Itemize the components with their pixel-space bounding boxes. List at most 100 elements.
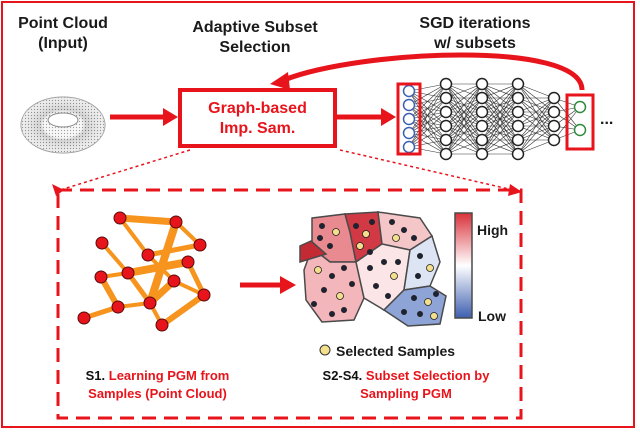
network-edge <box>481 111 519 155</box>
network-node <box>439 133 453 147</box>
network-node <box>402 126 416 140</box>
sample-point <box>340 264 347 271</box>
region-map <box>299 211 447 327</box>
network-node <box>511 119 525 133</box>
network-edge <box>445 83 483 155</box>
sample-point <box>318 222 325 229</box>
network-edge <box>445 97 483 155</box>
network-node <box>402 112 416 126</box>
arrow-input-to-box <box>110 108 178 126</box>
sample-point <box>416 310 423 317</box>
sample-point <box>380 258 387 265</box>
network-node <box>547 91 561 105</box>
network-node <box>511 133 525 147</box>
colorbar-high-label: High <box>477 222 509 238</box>
sample-point <box>410 294 417 301</box>
sample-point <box>352 222 359 229</box>
network-edge <box>481 83 519 113</box>
network-edge <box>408 97 447 148</box>
map-sample-points <box>310 218 439 320</box>
sample-point <box>326 242 333 249</box>
zoom-line-left <box>59 149 191 191</box>
sample-point <box>366 264 373 271</box>
network-edge <box>481 83 519 99</box>
sample-point <box>310 300 317 307</box>
sample-point <box>366 248 373 255</box>
network-node <box>402 84 416 98</box>
network-edge <box>445 83 483 141</box>
network-node <box>475 119 489 133</box>
network-node <box>547 119 561 133</box>
network-node <box>439 77 453 91</box>
network-node <box>475 133 489 147</box>
selected-sample-point <box>336 292 344 300</box>
network-edge <box>408 83 447 134</box>
sample-point <box>348 280 355 287</box>
step2-line2: Sampling PGM <box>360 386 452 401</box>
sample-point <box>410 234 417 241</box>
network-edge <box>481 125 519 155</box>
selected-sample-point <box>332 228 340 236</box>
sgd-title-line1: SGD iterations <box>419 15 531 32</box>
point-cloud-title-line1: Point Cloud <box>18 15 108 32</box>
colorbar <box>454 212 473 319</box>
network-node <box>511 147 525 161</box>
sample-point <box>394 258 401 265</box>
sample-point <box>320 286 327 293</box>
sample-point <box>400 226 407 233</box>
network-edge <box>517 125 555 155</box>
network-node <box>475 77 489 91</box>
network-node <box>547 133 561 147</box>
network-edge <box>517 97 555 127</box>
selected-sample-point <box>314 266 322 274</box>
adaptive-title: Adaptive Subset Selection <box>175 18 335 58</box>
network-edge <box>445 139 483 155</box>
network-node <box>475 105 489 119</box>
network-node <box>573 100 587 114</box>
sample-point <box>414 272 421 279</box>
selected-sample-point <box>390 272 398 280</box>
sgd-title-line2: w/ subsets <box>434 35 516 52</box>
selected-sample-point <box>392 234 400 242</box>
network-edge <box>481 139 519 155</box>
sample-point <box>432 290 439 297</box>
sample-point <box>340 306 347 313</box>
selected-sample-point <box>356 242 364 250</box>
network-edge <box>408 111 447 148</box>
network-edge <box>517 111 555 155</box>
step1-line1: Learning PGM from <box>108 368 230 383</box>
sample-point <box>328 310 335 317</box>
network-edge <box>445 83 483 127</box>
adaptive-title-line2: Selection <box>219 39 291 56</box>
sample-point <box>316 234 323 241</box>
network-edge <box>408 139 447 148</box>
network-node <box>511 105 525 119</box>
selected-sample-point <box>362 230 370 238</box>
network-node <box>402 98 416 112</box>
sample-point <box>328 272 335 279</box>
selected-sample-point <box>424 298 432 306</box>
step1-line2: Samples (Point Cloud) <box>88 386 227 401</box>
sgd-title: SGD iterations w/ subsets <box>395 14 555 54</box>
network-node <box>439 105 453 119</box>
network-edge <box>408 83 447 148</box>
network-ellipsis: ... <box>600 111 614 128</box>
network-nodes <box>402 77 587 161</box>
network-edge <box>408 146 447 155</box>
network-edge <box>481 83 519 141</box>
detail-dashed-box <box>56 188 523 420</box>
point-cloud-title: Point Cloud (Input) <box>15 14 111 54</box>
torus-point-cloud <box>20 96 106 154</box>
colorbar-low-label: Low <box>478 308 506 324</box>
network-edge <box>481 83 519 127</box>
sample-point <box>388 218 395 225</box>
step2-prefix: S2-S4. <box>322 368 363 383</box>
network-edge <box>408 83 447 92</box>
network-edge <box>408 125 447 148</box>
sample-point <box>384 292 391 299</box>
network-edge <box>517 83 555 99</box>
pgm-graph <box>77 211 211 332</box>
network-edge <box>517 97 555 113</box>
